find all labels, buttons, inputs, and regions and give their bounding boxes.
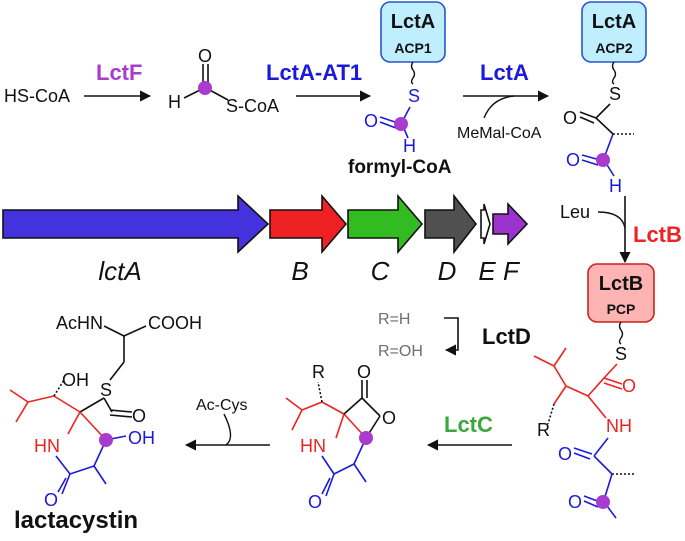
lctD-label: LctD — [482, 324, 531, 349]
r-equals-h: R=H — [378, 311, 410, 328]
leu-curve — [597, 211, 626, 229]
hs-coa-label: HS-CoA — [4, 86, 70, 106]
formyl-scoa-label: S-CoA — [226, 96, 279, 116]
lactone-o-amide: O — [308, 492, 322, 512]
formyl-h-atom: H — [168, 92, 181, 112]
r-equals-oh: R=OH — [378, 343, 423, 360]
lactacystin-structure: AcHN COOH S O OH HN — [9, 313, 202, 534]
gene-label-lctA: lctA — [98, 256, 141, 286]
gene-C-arrow — [347, 193, 424, 255]
ac-cys-step: Ac-Cys — [184, 397, 270, 451]
pcp-sub-label: PCP — [607, 301, 636, 317]
lactacystin-achn: AcHN — [56, 313, 103, 333]
formyl-o-atom: O — [198, 46, 212, 66]
formyl-coa-structure: H O S-CoA — [168, 46, 279, 116]
pcp-domain-box: LctB PCP — [587, 263, 655, 323]
lctA-at1-label: LctA-AT1 — [266, 60, 362, 85]
lctF-label: LctF — [96, 60, 142, 85]
labeled-carbon-dot — [394, 117, 408, 131]
pcp-tether — [618, 321, 624, 345]
lactacystin-name: lactacystin — [14, 507, 138, 534]
leucyl-nh: NH — [606, 416, 632, 436]
lactacystin-o-ring: O — [44, 490, 58, 510]
labeled-carbon-dot — [198, 81, 212, 95]
lactacystin-oh-top: OH — [62, 370, 89, 390]
gene-label-B: B — [291, 256, 308, 286]
gene-label-C: C — [371, 256, 390, 286]
labeled-carbon-dot — [359, 431, 373, 445]
lactacystin-s-atom: S — [100, 380, 112, 400]
acp1-h-atom: H — [403, 136, 416, 156]
leucyl-r-group: R — [537, 420, 550, 440]
gene-lctA-arrow — [2, 194, 270, 254]
labeled-carbon-dot — [596, 495, 610, 509]
gene-E-arrow — [480, 203, 491, 245]
gene-cluster: lctA B C D E F — [2, 193, 529, 286]
leu-label: Leu — [560, 202, 590, 222]
lctD-step: R=H R=OH LctD — [378, 311, 531, 360]
acp2-s-atom: S — [609, 84, 621, 104]
pcp-domain-label: LctB — [599, 273, 643, 295]
lactacystin-cooh: COOH — [148, 313, 202, 333]
acp2-domain-box: LctA ACP2 — [581, 1, 647, 63]
gene-F-arrow — [492, 201, 529, 247]
gene-D-arrow — [424, 193, 478, 255]
lactacystin-o-thioester: O — [132, 406, 146, 426]
gene-label-E: E — [478, 256, 496, 286]
beta-lactone-intermediate: R O O HN O — [285, 362, 396, 512]
acp2-o-atom-thioester: O — [563, 108, 577, 128]
lactone-hn: HN — [300, 436, 326, 456]
acp1-domain-label: LctA — [391, 11, 435, 33]
ac-cys-curve — [223, 413, 232, 446]
top-pathway: HS-CoA LctF H O S-CoA LctA-AT1 LctA ACP1… — [4, 1, 647, 196]
acp1-domain-box: LctA ACP1 — [380, 1, 446, 63]
acp1-sub-label: ACP1 — [394, 40, 432, 56]
labeled-carbon-dot — [596, 153, 610, 167]
mm-o-atom-aldehyde: O — [568, 492, 582, 512]
lactacystin-oh-ring: OH — [128, 428, 155, 448]
gene-label-F: F — [503, 256, 521, 286]
lctA-label: LctA — [480, 60, 529, 85]
mm-o-atom-amide: O — [558, 444, 572, 464]
acp2-domain-label: LctA — [592, 11, 636, 33]
memal-coa-curve — [483, 95, 515, 119]
labeled-carbon-dot — [99, 433, 113, 447]
acp2-tether — [611, 61, 617, 85]
acp2-h-atom: H — [609, 176, 622, 196]
lactone-o-carbonyl: O — [357, 362, 371, 382]
gene-label-D: D — [438, 256, 457, 286]
acp1-o-atom: O — [364, 111, 378, 131]
lctC-label: LctC — [444, 412, 493, 437]
lctB-step: Leu LctB LctB PCP S O R NH — [533, 196, 682, 519]
acp2-sub-label: ACP2 — [595, 40, 633, 56]
acp1-s-atom: S — [408, 86, 420, 106]
lactacystin-hn: HN — [34, 436, 60, 456]
acp1-tether — [410, 61, 416, 85]
lactone-r-group: R — [312, 362, 325, 382]
gene-B-arrow — [269, 193, 348, 255]
memal-coa-label: MeMal-CoA — [457, 125, 542, 142]
lctB-label: LctB — [633, 222, 682, 247]
ac-cys-label: Ac-Cys — [196, 397, 248, 414]
lctC-step: LctC — [426, 412, 512, 451]
lactone-o-ring: O — [382, 408, 396, 428]
pcp-s-atom: S — [615, 344, 627, 364]
lctD-arrow — [444, 317, 459, 356]
formyl-coa-name: formyl-CoA — [348, 157, 452, 178]
leucyl-o-atom: O — [622, 376, 636, 396]
leucyl-thioester — [533, 347, 623, 419]
acp2-o-atom-aldehyde: O — [566, 150, 580, 170]
